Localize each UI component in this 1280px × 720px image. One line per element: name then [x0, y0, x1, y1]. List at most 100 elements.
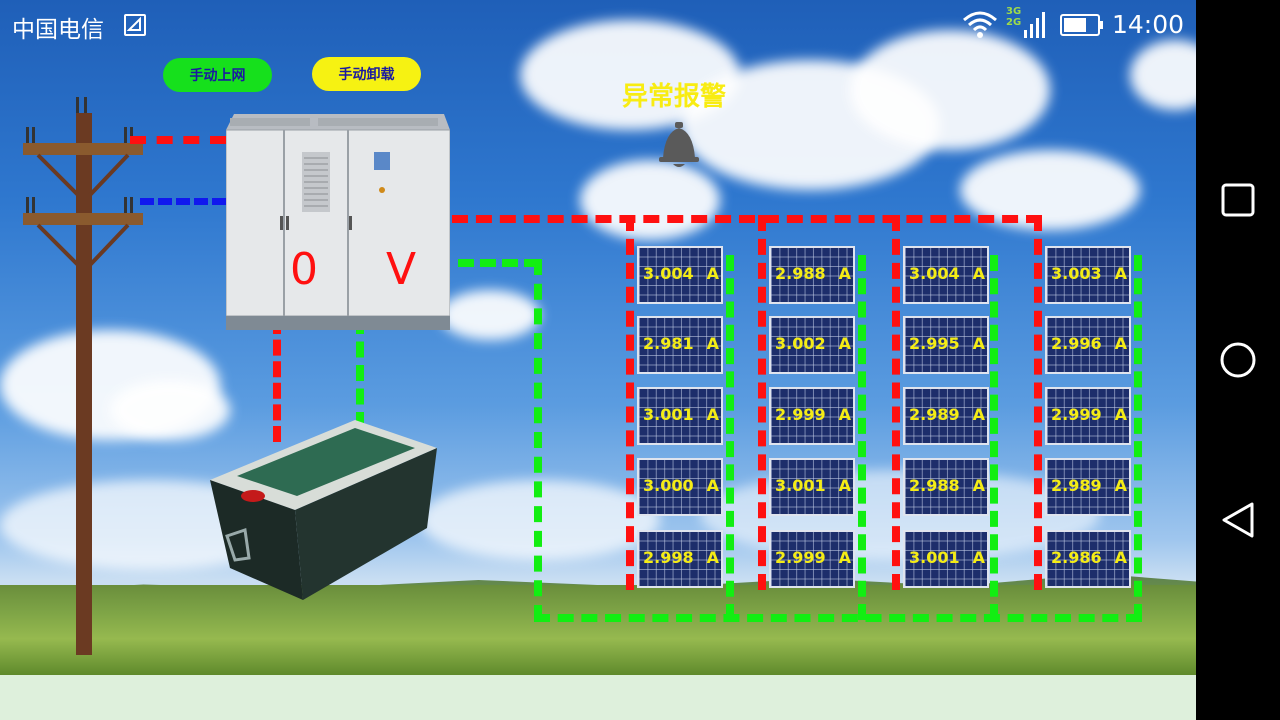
- panel-current-value: 3.001: [643, 405, 694, 424]
- nav-home-button[interactable]: [1216, 338, 1260, 382]
- bell-icon[interactable]: [655, 120, 703, 170]
- panel-current-unit: A: [706, 334, 719, 353]
- array-negative-rise: [534, 259, 542, 621]
- panel-current-value: 2.998: [643, 548, 694, 567]
- carrier-name: 中国电信: [12, 17, 104, 43]
- array-negative-drop-2: [858, 255, 866, 620]
- manual-online-button[interactable]: 手动上网: [163, 58, 272, 92]
- navigation-bar: [1196, 0, 1280, 720]
- panel-current-value: 3.002: [775, 334, 826, 353]
- panel-current-value: 2.999: [775, 405, 826, 424]
- panel-current-value: 2.989: [1051, 476, 1102, 495]
- panel-current-value: 2.988: [909, 476, 960, 495]
- array-positive-drop-3: [892, 215, 900, 590]
- panel-current-value: 3.004: [643, 264, 694, 283]
- solar-panel: 3.004 A: [637, 246, 723, 304]
- solar-panel: 3.001 A: [637, 387, 723, 445]
- solar-panel: 2.998 A: [637, 530, 723, 588]
- battery-icon: [1060, 14, 1103, 36]
- array-negative-drop-3: [990, 255, 998, 620]
- sky-background: [0, 0, 1196, 675]
- panel-current-unit: A: [838, 476, 851, 495]
- panel-current-value: 2.995: [909, 334, 960, 353]
- status-bar: 中国电信 3G 2G 14:00: [0, 0, 1196, 50]
- sim-icon: [124, 14, 146, 36]
- solar-panel: 2.999 A: [769, 387, 855, 445]
- grassland: [0, 585, 1196, 675]
- panel-current-unit: A: [838, 264, 851, 283]
- nav-back-button[interactable]: [1216, 498, 1260, 542]
- grid-neutral-line: [140, 198, 226, 205]
- panel-current-unit: A: [706, 405, 719, 424]
- clock: 14:00: [1112, 10, 1185, 39]
- array-negative-bus: [534, 614, 1142, 622]
- array-negative-drop-1: [726, 255, 734, 620]
- solar-panel: 2.996 A: [1045, 316, 1131, 374]
- nav-back-icon: [1222, 502, 1254, 538]
- nav-recent-button[interactable]: [1216, 178, 1260, 222]
- app-screen: 中国电信 3G 2G 14:00 手动上网 手动卸载 异常报警: [0, 0, 1196, 720]
- solar-panel: 2.989 A: [903, 387, 989, 445]
- solar-panel: 3.000 A: [637, 458, 723, 516]
- panel-current-unit: A: [1114, 405, 1127, 424]
- panel-current-unit: A: [706, 476, 719, 495]
- panel-current-value: 3.004: [909, 264, 960, 283]
- inverter-voltage: 0: [290, 244, 318, 295]
- array-positive-drop-1: [626, 215, 634, 590]
- panel-current-unit: A: [706, 264, 719, 283]
- panel-current-value: 2.989: [909, 405, 960, 424]
- panel-current-value: 2.988: [775, 264, 826, 283]
- panel-current-unit: A: [1114, 264, 1127, 283]
- solar-panel: 2.999 A: [1045, 387, 1131, 445]
- signal-icon: [1024, 12, 1045, 38]
- nav-home-icon: [1220, 342, 1256, 378]
- wifi-icon: [963, 11, 997, 38]
- array-positive-drop-2: [758, 215, 766, 590]
- panel-current-value: 2.999: [1051, 405, 1102, 424]
- battery-negative-line: [356, 318, 364, 428]
- inverter-voltage-unit: V: [386, 244, 417, 295]
- panel-current-unit: A: [706, 548, 719, 567]
- solar-panel: 2.989 A: [1045, 458, 1131, 516]
- panel-current-unit: A: [838, 334, 851, 353]
- panel-current-value: 2.981: [643, 334, 694, 353]
- panel-current-unit: A: [972, 405, 985, 424]
- panel-current-unit: A: [1114, 334, 1127, 353]
- solar-panel: 3.001 A: [903, 530, 989, 588]
- array-negative-drop-4: [1134, 255, 1142, 620]
- manual-unload-button[interactable]: 手动卸载: [312, 57, 421, 91]
- storage-battery: [210, 420, 437, 600]
- panel-current-unit: A: [1114, 476, 1127, 495]
- solar-panel: 2.981 A: [637, 316, 723, 374]
- array-positive-drop-4: [1034, 215, 1042, 590]
- grid-live-line: [130, 136, 226, 144]
- panel-current-unit: A: [838, 405, 851, 424]
- panel-current-unit: A: [972, 334, 985, 353]
- inverter-cabinet: [226, 114, 450, 330]
- solar-panel: 3.004 A: [903, 246, 989, 304]
- solar-panel: 2.995 A: [903, 316, 989, 374]
- panel-current-value: 3.000: [643, 476, 694, 495]
- solar-panel: 3.003 A: [1045, 246, 1131, 304]
- panel-current-value: 2.996: [1051, 334, 1102, 353]
- solar-panel: 2.988 A: [769, 246, 855, 304]
- panel-current-unit: A: [972, 264, 985, 283]
- panel-current-unit: A: [1114, 548, 1127, 567]
- utility-pole: [23, 97, 143, 655]
- nav-recent-icon: [1221, 183, 1255, 217]
- panel-current-value: 3.001: [909, 548, 960, 567]
- solar-panel: 2.986 A: [1045, 530, 1131, 588]
- alarm-title: 异常报警: [622, 82, 727, 112]
- array-negative-feed: [458, 259, 540, 267]
- panel-current-value: 3.001: [775, 476, 826, 495]
- solar-panel: 2.988 A: [903, 458, 989, 516]
- bottom-bar: [0, 675, 1196, 720]
- panel-current-unit: A: [972, 548, 985, 567]
- array-positive-bus: [452, 215, 1042, 223]
- panel-current-value: 2.986: [1051, 548, 1102, 567]
- network-type: 3G 2G: [1006, 6, 1022, 28]
- panel-current-unit: A: [838, 548, 851, 567]
- panel-current-value: 3.003: [1051, 264, 1102, 283]
- panel-current-unit: A: [972, 476, 985, 495]
